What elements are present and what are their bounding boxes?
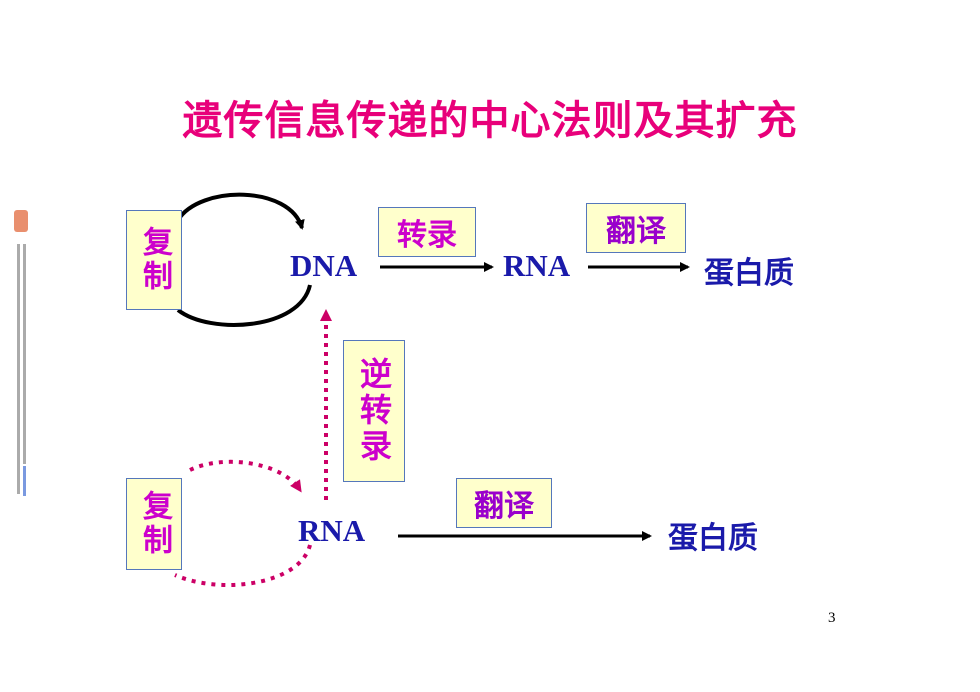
dna-node: DNA — [290, 248, 358, 283]
page-number: 3 — [828, 610, 836, 626]
upper-replication-arc-top — [176, 192, 305, 230]
lower-replication-arc-bottom — [174, 544, 312, 587]
upper-rna-node: RNA — [503, 248, 571, 283]
side-watermark — [8, 210, 36, 500]
lower-translation-box: 翻译 — [456, 478, 552, 528]
upper-replication-box: 复制 — [126, 210, 182, 310]
upper-replication-arc-bottom — [176, 284, 312, 327]
upper-translation-box: 翻译 — [586, 203, 686, 253]
lower-rna-node: RNA — [298, 513, 366, 548]
reverse-transcription-box: 逆转录 — [343, 340, 405, 482]
lower-replication-box: 复制 — [126, 478, 182, 570]
upper-protein-node: 蛋白质 — [704, 256, 794, 291]
page-title: 遗传信息传递的中心法则及其扩充 — [182, 98, 798, 144]
transcription-box: 转录 — [378, 207, 476, 257]
lower-protein-node: 蛋白质 — [668, 521, 758, 556]
lower-replication-arc-top — [189, 459, 302, 493]
